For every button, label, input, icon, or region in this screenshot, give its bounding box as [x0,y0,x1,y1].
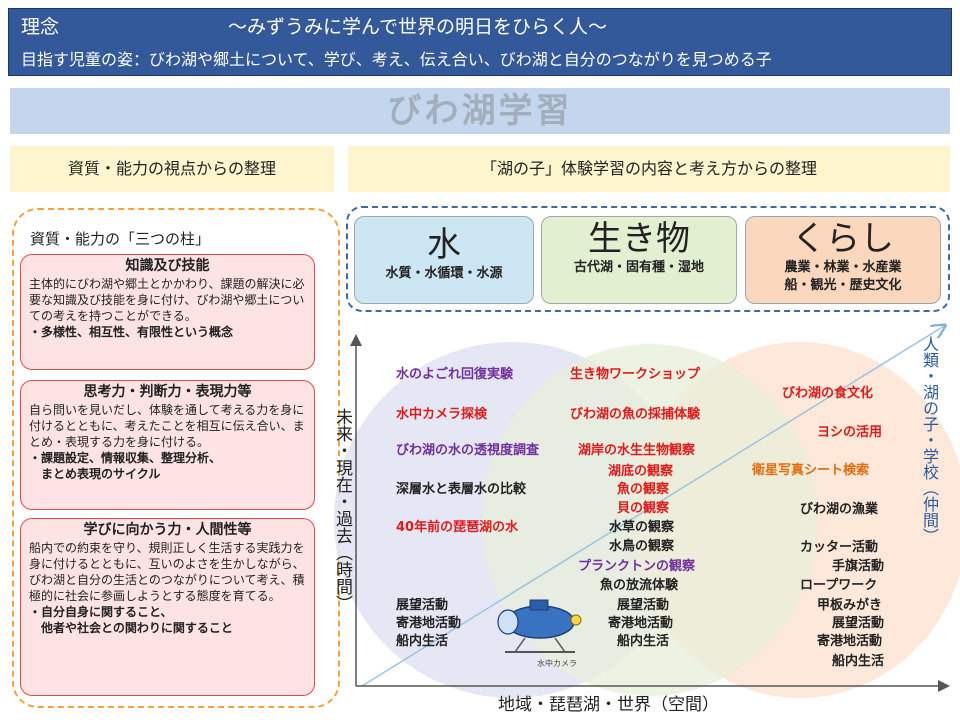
pillar-key: まとめ表現のサイクル [29,467,161,481]
pillar-title: 学びに向かう力・人間性等 [83,522,252,538]
pillar-body: 船内での約束を守り、規則正しく生活する実践力を身に付けるとともに、互いのよさを生… [29,541,305,603]
item-kurashi-10: 寄港地活動 [817,634,883,649]
pillars-frame [12,208,340,708]
pillar-body: 自ら問いを見いだし、体験を通して考える力を身に付けるとともに、考えたことを相互に… [29,403,305,449]
category-subtitle-1: 農業・林業・水産業 [784,260,902,275]
pillar-knowledge: 知識及び技能 主体的にびわ湖や郷土とかかわり、課題の解決に必要な知識及び技能を身… [20,254,315,370]
item-water-5: 40年前の琵琶湖の水 [396,520,519,535]
pillar-title: 思考力・判断力・表現力等 [83,384,252,400]
rinen-label: 理念 [21,16,60,38]
motto: ～みずうみに学んで世界の明日をひらく人～ [228,16,608,38]
item-water-6: 展望活動 [396,598,449,613]
pillar-body: 主体的にびわ湖や郷土とかかわり、課題の解決に必要な知識及び技能を身に付け、びわ湖… [29,277,305,323]
item-kurashi-7: ロープワーク [800,578,878,593]
item-life-2: びわ湖の魚の採捕体験 [570,407,701,422]
item-kurashi-2: ヨシの活用 [817,425,883,440]
left-section-heading: 資質・能力の視点からの整理 [10,146,334,192]
category-kurashi: くらし 農業・林業・水産業 船・観光・歴史文化 [745,216,941,304]
category-subtitle: 水質・水循環・水源 [385,266,503,281]
item-life-7: 水草の観察 [609,520,675,535]
diagonal-arrow [361,326,944,687]
item-life-11: 展望活動 [617,598,670,613]
item-kurashi-5: カッター活動 [800,540,879,555]
x-axis-label: 地域・琵琶湖・世界（空間） [498,695,719,715]
goal-statement: 目指す児童の姿：びわ湖や郷土について、学び、考え、伝え合い、びわ湖と自分のつなが… [21,50,772,69]
title-bar: びわ湖学習 [10,88,950,134]
category-title: くらし [792,219,894,259]
item-kurashi-9: 展望活動 [832,616,885,631]
item-life-10: 魚の放流体験 [600,578,679,593]
item-life-4: 湖底の観察 [608,464,674,479]
circle-life [482,344,818,696]
y-axis-label: 未来・現在・過去（時間） [332,408,352,612]
pillar-title: 知識及び技能 [125,258,210,274]
item-kurashi-8: 甲板みがき [817,598,883,613]
category-water: 水 水質・水循環・水源 [354,216,534,304]
item-life-3: 湖岸の水生生物観察 [578,443,696,458]
diagonal-label: 人類・湖の子・学校（仲間） [920,336,939,544]
item-kurashi-11: 船内生活 [832,654,885,669]
item-kurashi-6: 手旗活動 [832,559,885,574]
item-water-7: 寄港地活動 [396,616,462,631]
item-water-4: 深層水と表層水の比較 [396,482,527,497]
category-subtitle: 古代湖・固有種・湿地 [573,260,704,275]
item-life-12: 寄港地活動 [608,616,674,631]
item-water-2: 水中カメラ探検 [396,407,488,422]
item-kurashi-1: びわ湖の食文化 [782,386,874,401]
page-title: びわ湖学習 [387,91,573,131]
item-life-1: 生き物ワークショップ [570,367,701,382]
header-banner: 理念 ～みずうみに学んで世界の明日をひらく人～ 目指す児童の姿：びわ湖や郷土につ… [8,8,952,76]
pillar-thinking: 思考力・判断力・表現力等 自ら問いを見いだし、体験を通して考える力を身に付けると… [20,380,315,510]
pillar-attitude: 学びに向かう力・人間性等 船内での約束を守り、規則正しく生活する実践力を身に付け… [20,518,315,696]
pillars-title: 資質・能力の「三つの柱」 [30,230,211,248]
categories-frame [346,206,950,312]
submarine-camera-icon [497,599,582,653]
item-water-3: びわ湖の水の透視度調査 [396,443,540,458]
item-life-6: 貝の観察 [617,501,670,516]
item-life-5: 魚の観察 [617,482,670,497]
right-section-heading: 「湖の子」体験学習の内容と考え方からの整理 [348,146,950,192]
item-kurashi-3: 衛星写真シート検索 [752,463,870,478]
category-subtitle-2: 船・観光・歴史文化 [784,278,902,293]
category-title: 水 [427,225,461,265]
item-kurashi-4: びわ湖の漁業 [800,502,879,517]
item-life-8: 水鳥の観察 [609,539,675,554]
item-water-8: 船内生活 [396,634,449,649]
pillar-key: ・多様性、相互性、有限性という概念 [29,325,234,339]
item-life-13: 船内生活 [617,634,670,649]
item-life-9: プランクトンの観察 [578,559,696,574]
pillar-key: ・自分自身に関すること、 [29,605,173,619]
category-life: 生き物 古代湖・固有種・湿地 [541,216,737,304]
item-water-1: 水のよごれ回復実験 [396,367,514,382]
pillar-key: ・課題設定、情報収集、整理分析、 [29,451,222,465]
category-title: 生き物 [588,219,690,259]
submarine-caption: 水中カメラ [537,659,577,668]
pillar-key: 他者や社会との関わりに関すること [29,621,233,635]
